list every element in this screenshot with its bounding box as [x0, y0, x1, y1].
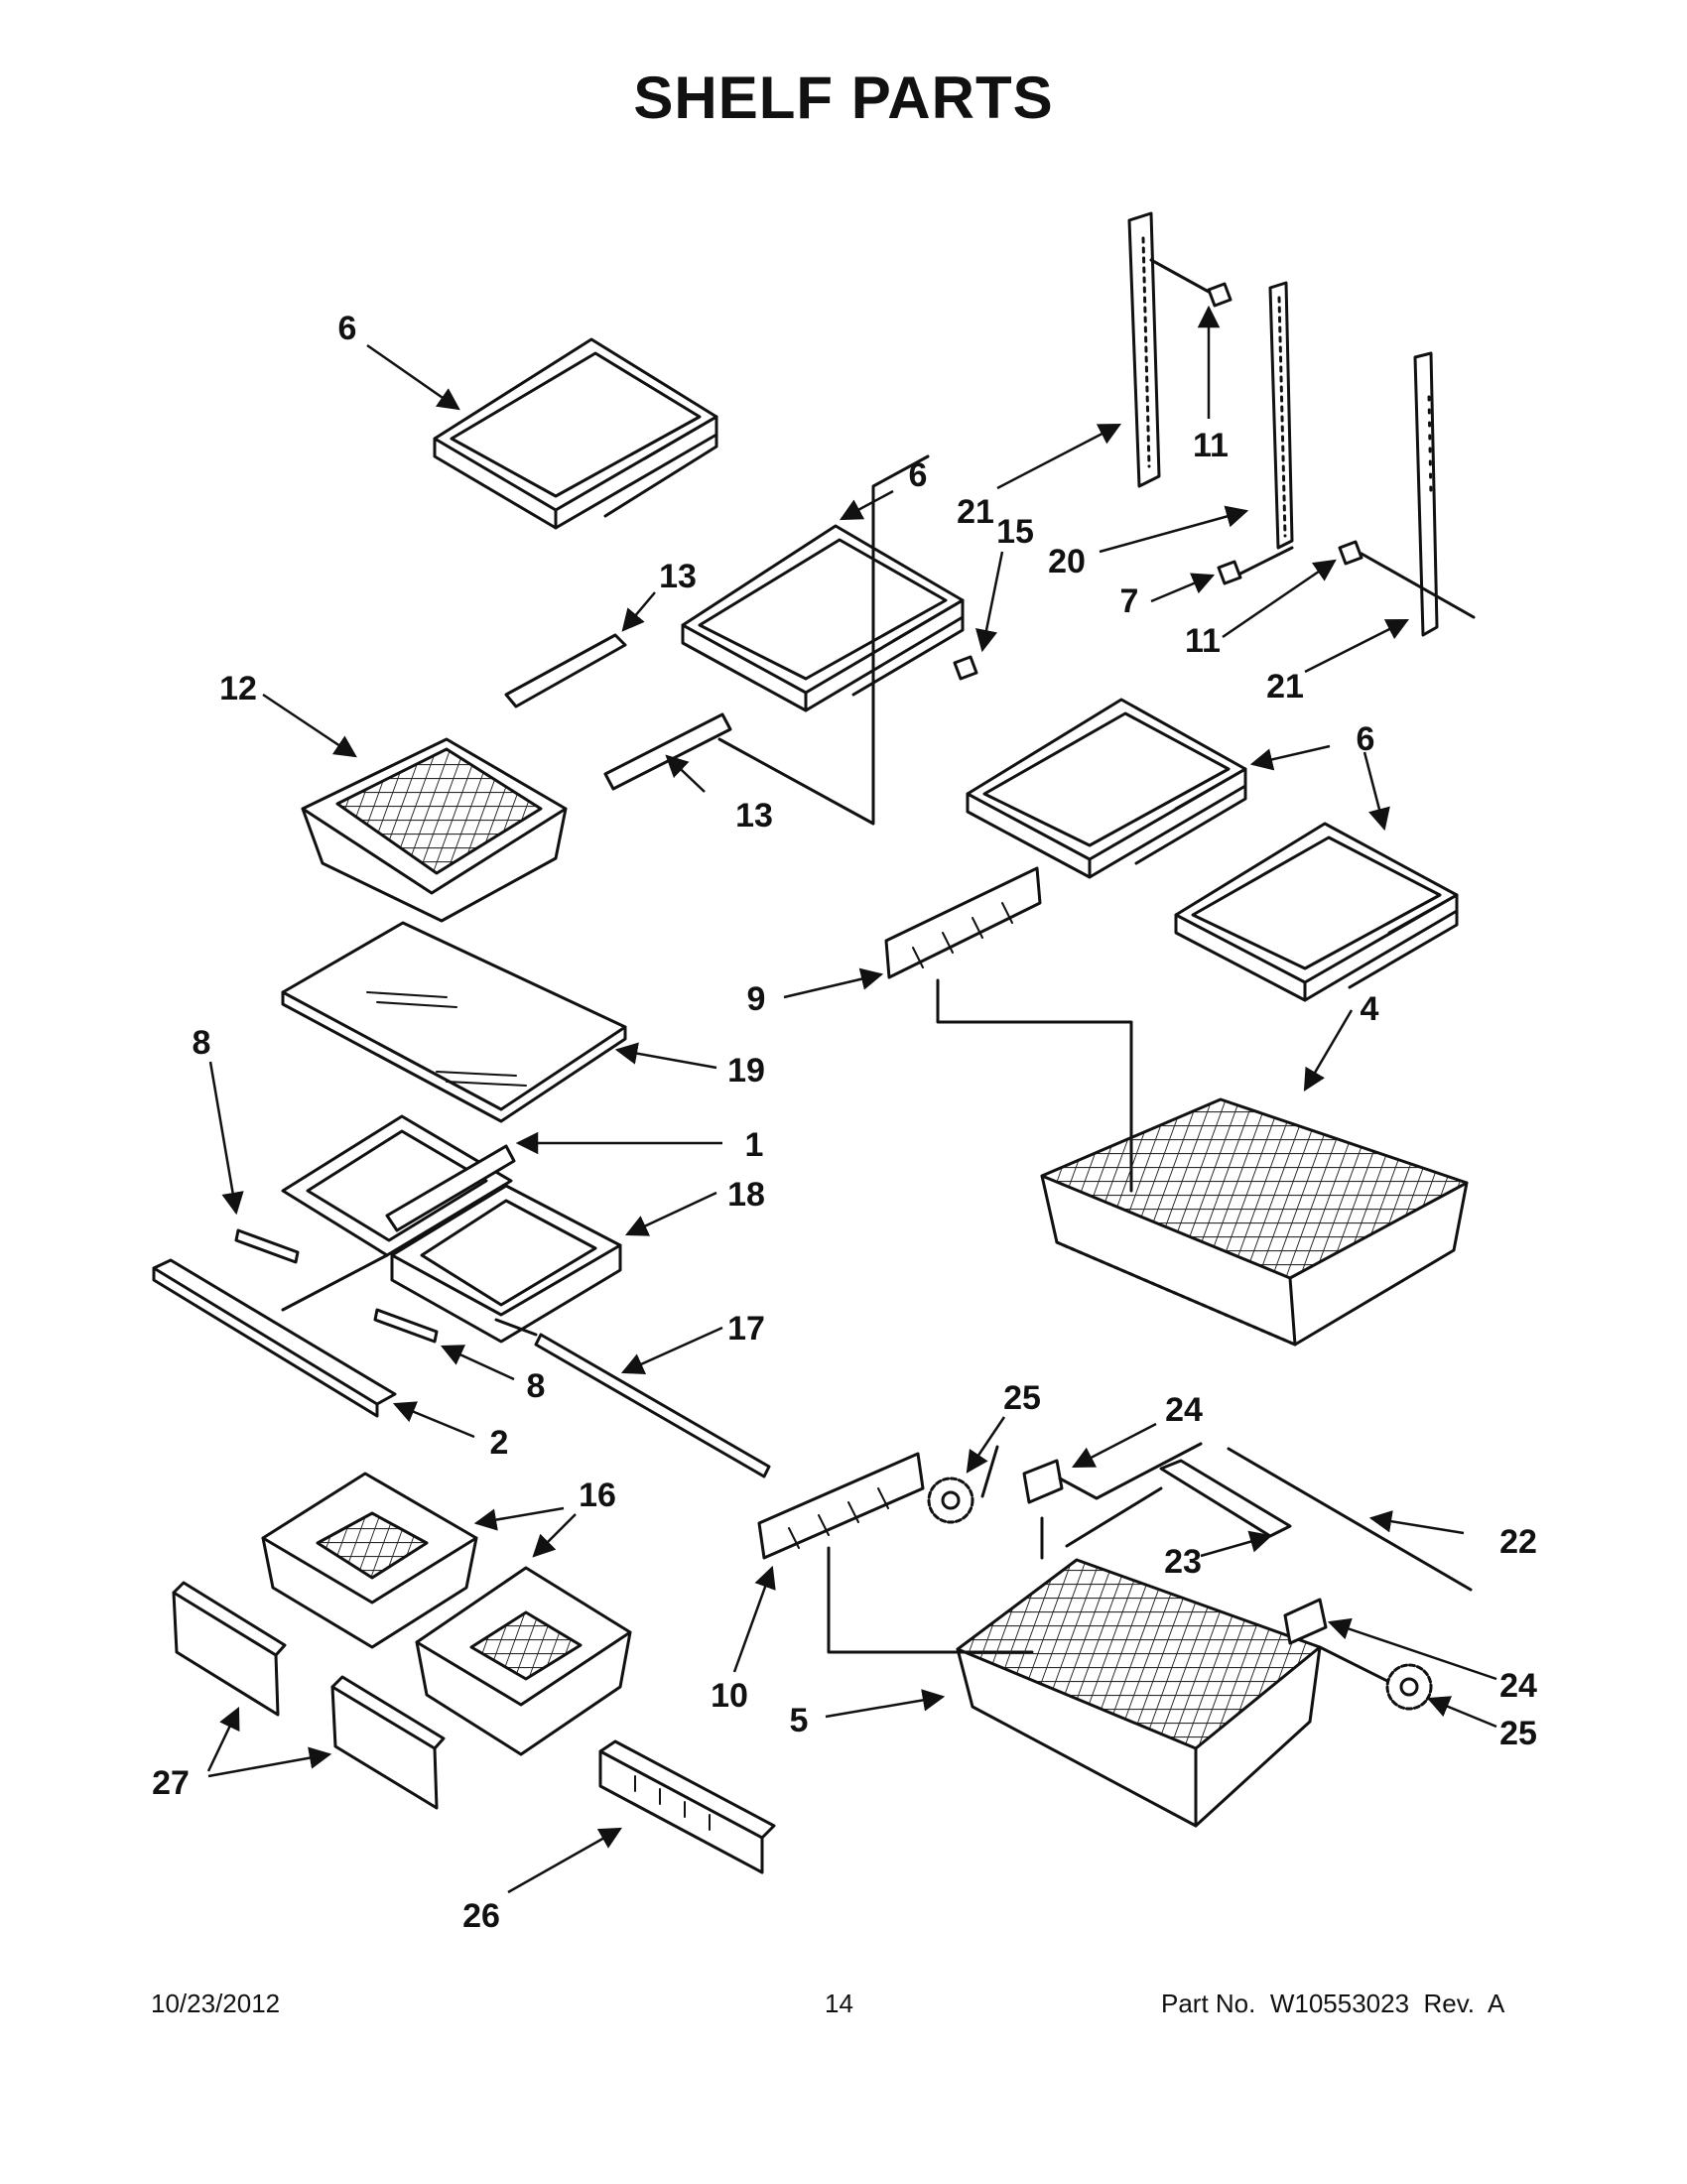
- shelf-6-top-left: [433, 337, 718, 530]
- footer-part-number: Part No. W10553023 Rev. A: [1161, 1989, 1505, 2018]
- clip-8-upper: [234, 1228, 300, 1264]
- callout-22: 22: [1499, 1523, 1537, 1561]
- callout-16: 16: [579, 1477, 616, 1514]
- callout-21: 21: [1266, 668, 1304, 706]
- bracket-24-upper: [1022, 1459, 1064, 1504]
- callout-26: 26: [462, 1897, 500, 1935]
- callout-8: 8: [193, 1024, 211, 1062]
- gear-25-upper: [927, 1477, 974, 1524]
- clip-8-lower: [373, 1308, 439, 1344]
- callout-4: 4: [1361, 990, 1379, 1028]
- callout-10: 10: [711, 1677, 748, 1715]
- drawer-18: [390, 1184, 622, 1344]
- glass-shelf-19: [281, 921, 627, 1123]
- rod-22: [1227, 1447, 1473, 1592]
- slide-13-upper: [504, 633, 627, 708]
- callout-24: 24: [1165, 1391, 1203, 1429]
- callout-24: 24: [1499, 1667, 1537, 1705]
- connector-line-17: [281, 1253, 538, 1337]
- page-title: SHELF PARTS: [633, 64, 1054, 131]
- connector-line-13: [717, 454, 930, 826]
- callout-2: 2: [490, 1424, 509, 1462]
- callout-8: 8: [527, 1367, 546, 1405]
- shelf-rail-21-left: [1127, 211, 1161, 488]
- shelf-6-center: [681, 524, 965, 712]
- callout-13: 13: [659, 558, 697, 595]
- gear-25-lower: [1318, 1645, 1433, 1711]
- shelf-rail-20: [1268, 281, 1294, 550]
- callout-13: 13: [735, 797, 773, 835]
- handle-27-left: [172, 1581, 287, 1717]
- handle-27-right: [330, 1675, 446, 1810]
- screw-15: [953, 655, 978, 681]
- wire-basket-5: [956, 1558, 1322, 1828]
- trim-2: [152, 1258, 397, 1418]
- callout-5: 5: [790, 1702, 809, 1739]
- connector-lines-gear: [980, 1442, 1203, 1560]
- callout-12: 12: [219, 670, 257, 707]
- leader-arrows: [206, 305, 1497, 1894]
- callout-27: 27: [152, 1764, 190, 1802]
- support-23: [1159, 1459, 1292, 1538]
- divider-10: [757, 1452, 925, 1560]
- callout-23: 23: [1164, 1543, 1202, 1581]
- pan-12: [301, 737, 568, 923]
- callout-21: 21: [957, 493, 994, 531]
- callout-6: 6: [338, 310, 357, 347]
- shelf-frame-1: [281, 1114, 516, 1257]
- callout-19: 19: [727, 1052, 765, 1090]
- divider-9: [884, 866, 1042, 979]
- connector-line-9: [936, 978, 1133, 1193]
- callout-17: 17: [727, 1310, 765, 1348]
- crisper-16-left: [261, 1472, 478, 1649]
- shelf-rail-21-right: [1413, 351, 1439, 637]
- callout-18: 18: [727, 1176, 765, 1214]
- shelf-6-right-upper: [966, 698, 1247, 879]
- callout-7: 7: [1120, 582, 1139, 620]
- callout-9: 9: [747, 980, 766, 1018]
- callout-11: 11: [1193, 427, 1229, 464]
- callout-1: 1: [745, 1126, 764, 1164]
- callout-25: 25: [1499, 1715, 1537, 1752]
- callout-15: 15: [996, 513, 1034, 551]
- screw-11-top: [1149, 258, 1233, 308]
- crisper-16-right: [415, 1566, 632, 1756]
- slide-13-lower: [603, 712, 732, 791]
- footer-page-number: 14: [825, 1989, 853, 2018]
- callout-6: 6: [1357, 720, 1375, 758]
- shelf-6-right-lower: [1174, 822, 1459, 1002]
- divider-26: [598, 1739, 776, 1874]
- bracket-24-lower: [1283, 1598, 1328, 1645]
- rod-17: [534, 1333, 771, 1478]
- callout-11: 11: [1185, 622, 1221, 660]
- screw-11-right: [1338, 540, 1476, 619]
- callout-20: 20: [1048, 543, 1086, 580]
- footer-date: 10/23/2012: [151, 1989, 281, 2018]
- callout-6: 6: [909, 456, 928, 494]
- wire-basket-4: [1040, 1097, 1469, 1347]
- screw-7: [1217, 546, 1294, 585]
- callout-25: 25: [1003, 1379, 1041, 1417]
